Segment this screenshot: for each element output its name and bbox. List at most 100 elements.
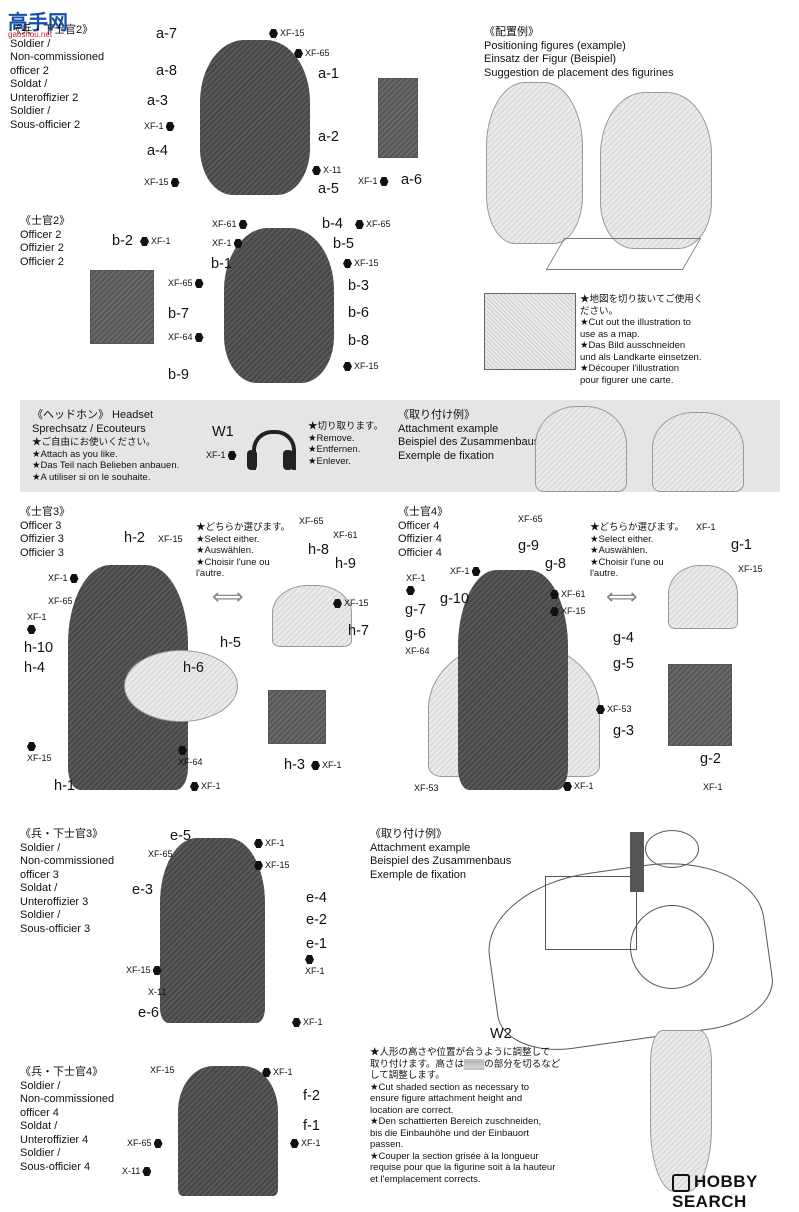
paint-xf1-h: XF-1 (48, 573, 79, 584)
map-note: ★地図を切り抜いてご使用く ださい。 ★Cut out the illustra… (580, 294, 704, 386)
soldier4-title: 《兵・下士官4》 Soldier / Non-commissioned offi… (20, 1066, 115, 1173)
paint-xf65-h8: XF-65 (299, 516, 324, 526)
label-g2: g-2 (700, 751, 721, 767)
map-cutout (484, 293, 576, 370)
paint-xf64-g: XF-64 (405, 646, 430, 656)
paint-xf65-e: XF-65 (148, 849, 173, 859)
label-b8: b-8 (348, 333, 369, 349)
paint-xf15-e2: XF-15 (126, 965, 162, 976)
attach2-figure (650, 1030, 712, 1192)
label-b7: b-7 (168, 306, 189, 322)
label-h10: h-10 (24, 640, 54, 656)
label-a5: a-5 (318, 181, 339, 197)
earpiece-left-icon (247, 450, 257, 470)
paint-xf1-h1: XF-1 (190, 781, 221, 792)
paint-xf61-g: XF-61 (550, 589, 586, 600)
paint-xf15-g1: XF-15 (738, 564, 763, 574)
positioning-figure-1 (486, 82, 583, 244)
paint-xf1-w1: XF-1 (206, 450, 237, 461)
label-g7: g-7 (405, 602, 426, 618)
officer4-detail-box (668, 664, 732, 746)
paint-hex-icon (194, 279, 204, 288)
label-g1: g-1 (731, 537, 752, 553)
watermark: HOBBY SEARCH (672, 1172, 758, 1211)
label-b6: b-6 (348, 305, 369, 321)
label-h1: h-1 (54, 778, 75, 794)
paint-hex-icon (343, 259, 352, 268)
label-g4: g-4 (613, 630, 634, 646)
paint-hex-icon (194, 333, 204, 342)
label-f2: f-2 (303, 1088, 320, 1104)
paint-hex-icon (563, 782, 572, 791)
soldier3-title: 《兵・下士官3》 Soldier / Non-commissioned offi… (20, 828, 115, 935)
label-b1: b-1 (211, 256, 232, 272)
label-h4: h-4 (24, 660, 45, 676)
headset-notes: ★ご自由にお使いください。 ★Attach as you like. ★Das … (32, 437, 180, 483)
label-g9: g-9 (518, 538, 539, 554)
paint-hex-icon (379, 177, 389, 186)
soldier4-figure (178, 1066, 278, 1196)
paint-xf1-g2: XF-1 (703, 782, 723, 792)
paint-xf53-g2: XF-53 (414, 783, 439, 793)
paint-xf65-a: XF-65 (294, 48, 330, 59)
swap-arrow-icon-2: ⟺ (606, 584, 638, 609)
paint-xf64-h: XF-64 (178, 746, 203, 768)
label-a6: a-6 (401, 172, 422, 188)
paint-xf1-e6: XF-1 (292, 1017, 323, 1028)
label-g6: g-6 (405, 626, 426, 642)
paint-xf1-b2: XF-1 (140, 236, 171, 247)
officer4-figure (458, 570, 568, 790)
label-b5: b-5 (333, 236, 354, 252)
officer3-alt-head (272, 585, 352, 647)
label-h2: h-2 (124, 530, 145, 546)
paint-x11-e: X-11 (148, 987, 167, 997)
paint-xf65-b: XF-65 (168, 278, 204, 289)
label-h3: h-3 (284, 757, 305, 773)
paint-hex-icon (153, 1139, 163, 1148)
paint-hex-icon (550, 590, 559, 599)
paint-xf15-h: XF-15 (158, 534, 183, 544)
label-a2: a-2 (318, 129, 339, 145)
paint-xf1-h3: XF-1 (311, 760, 342, 771)
officer2-figure (224, 228, 334, 383)
paint-xf1-g7: XF-1 (406, 573, 426, 595)
paint-hex-icon (254, 839, 263, 848)
paint-xf15-a2: XF-15 (144, 177, 180, 188)
label-e1: e-1 (306, 936, 327, 952)
paint-xf1-a: XF-1 (144, 121, 175, 132)
paint-hex-icon (142, 1167, 152, 1176)
paint-xf61-h9: XF-61 (333, 530, 358, 540)
paint-xf1-a6: XF-1 (358, 176, 389, 187)
headset-title: 《ヘッドホン》 Headset Sprechsatz / Ecouteurs (32, 409, 154, 435)
soldier3-figure (160, 838, 265, 1023)
attach1-title: 《取り付け例》 Attachment example Beispiel des … (398, 409, 540, 462)
paint-hex-icon (406, 586, 415, 595)
officer3-detail-box (268, 690, 326, 744)
paint-hex-icon (269, 29, 278, 38)
paint-hex-icon (190, 782, 199, 791)
paint-xf53-g: XF-53 (596, 704, 632, 715)
earpiece-right-icon (283, 450, 293, 470)
paint-xf65-h: XF-65 (48, 596, 73, 606)
soldier2-figure (200, 40, 310, 195)
paint-hex-icon (27, 742, 36, 751)
paint-xf1-h10: XF-1 (27, 612, 47, 634)
label-h8: h-8 (308, 542, 329, 558)
paint-hex-icon (69, 574, 79, 583)
label-h6: h-6 (183, 660, 204, 676)
paint-hex-icon (290, 1139, 299, 1148)
paint-hex-icon (262, 1068, 271, 1077)
attach2-note: ★人形の高さや位置が合うように調整して 取り付けます。高さは▒▒▒の部分を切るな… (370, 1047, 561, 1185)
label-w2: W2 (490, 1026, 512, 1042)
label-b4: b-4 (322, 216, 343, 232)
paint-hex-icon (292, 1018, 301, 1027)
label-b2: b-2 (112, 233, 133, 249)
officer4-select-note: ★どちらか選びます。 ★Select either. ★Auswählen. ★… (590, 522, 685, 579)
paint-xf15-e: XF-15 (254, 860, 290, 871)
label-b9: b-9 (168, 367, 189, 383)
officer2-title: 《士官2》 Officer 2 Offizier 2 Officier 2 (20, 215, 71, 268)
paint-xf15-g: XF-15 (550, 606, 586, 617)
paint-hex-icon (238, 220, 248, 229)
label-a3: a-3 (147, 93, 168, 109)
paint-xf15-f: XF-15 (150, 1065, 175, 1075)
